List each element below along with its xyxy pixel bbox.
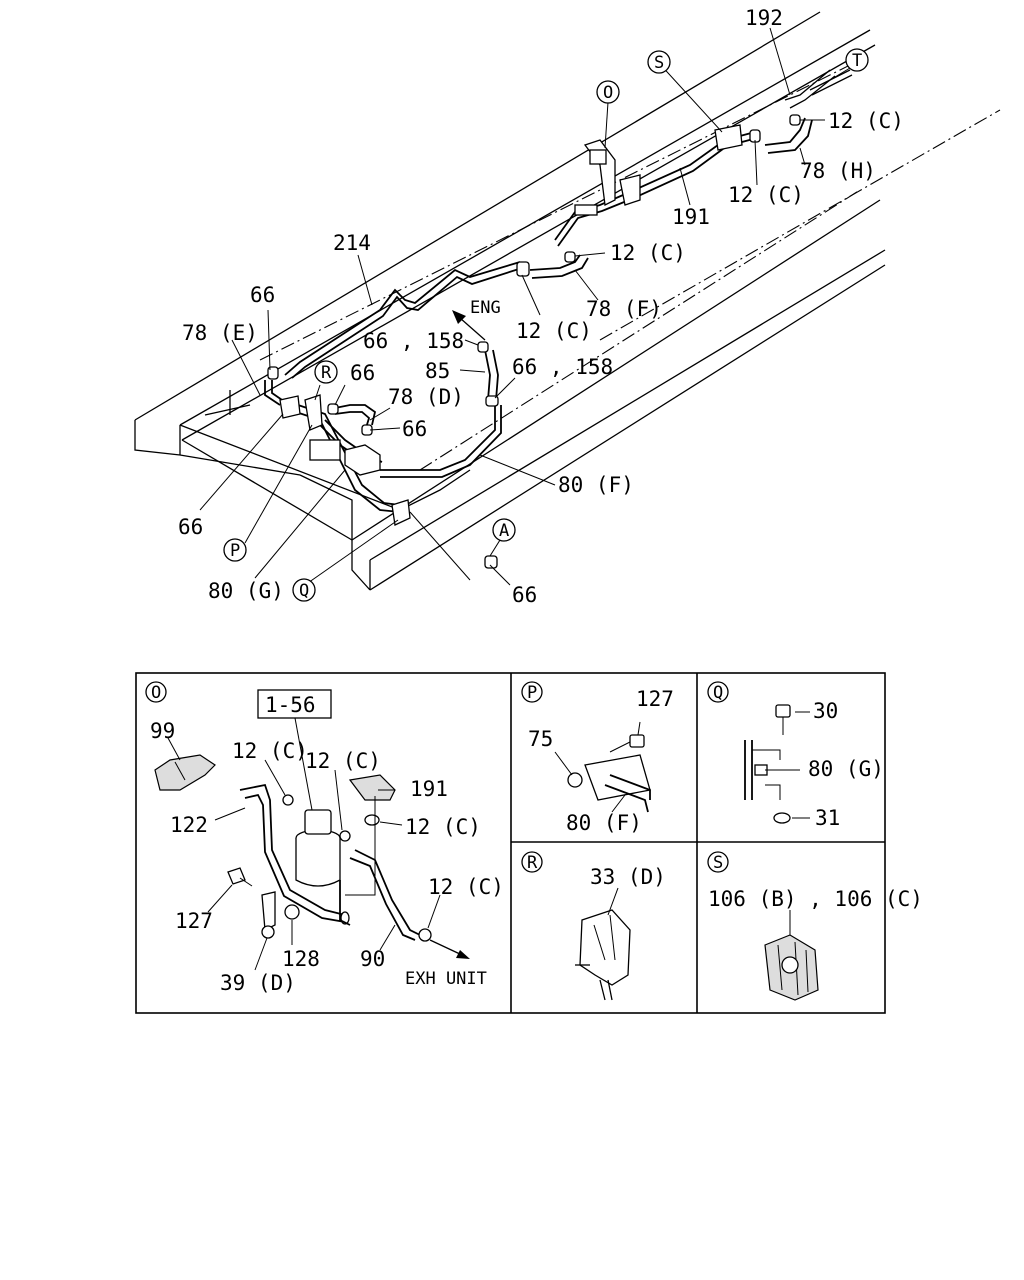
label-66-c: 66 [402, 417, 427, 441]
label-90: 90 [360, 947, 385, 971]
label-exh-unit: EXH UNIT [405, 969, 487, 989]
label-12c-a: 12 (C) [828, 109, 904, 133]
label-214: 214 [333, 231, 371, 255]
label-191: 191 [672, 205, 710, 229]
label-33d: 33 (D) [590, 865, 666, 889]
label-12c-d: 12 (C) [516, 319, 592, 343]
label-66-158-a: 66 , 158 [363, 329, 464, 353]
label-80f: 80 (F) [558, 473, 634, 497]
label-O-12c-c: 12 (C) [405, 815, 481, 839]
panel-O: O 1-56 [145, 681, 504, 995]
label-78h: 78 (H) [800, 159, 876, 183]
label-192: 192 [745, 6, 783, 30]
label-P-80f: 80 (F) [566, 811, 642, 835]
marker-O: O [603, 83, 613, 103]
panel-S-letter: S [713, 853, 723, 873]
clip-33d [579, 909, 631, 986]
bracket-39d [261, 891, 276, 932]
label-12c-c: 12 (C) [610, 241, 686, 265]
label-78e: 78 (E) [182, 321, 258, 345]
label-Q-80g: 80 (G) [808, 757, 884, 781]
bracket-191 [348, 774, 396, 801]
panel-R-letter: R [527, 853, 538, 873]
clip-99 [154, 754, 216, 791]
panel-Q-letter: Q [713, 683, 723, 703]
marker-S: S [654, 53, 664, 73]
marker-A: A [499, 521, 509, 541]
heater-pipes [264, 69, 853, 513]
label-66-a: 66 [250, 283, 275, 307]
leader-lines [199, 27, 851, 586]
label-O-127: 127 [175, 909, 213, 933]
label-eng: ENG [470, 298, 501, 318]
filter-canister [295, 838, 341, 887]
label-12c-b: 12 (C) [728, 183, 804, 207]
circle-markers [223, 48, 869, 602]
main-diagram: 192 T S O 12 (C) 78 (H) 12 (C) 191 214 1… [134, 6, 1001, 607]
panel-O-ref: 1-56 [265, 693, 316, 717]
label-66-d: 66 [178, 515, 203, 539]
label-66-158-b: 66 , 158 [512, 355, 613, 379]
label-O-12c-d: 12 (C) [428, 875, 504, 899]
panel-P: P 127 75 80 (F) [521, 681, 674, 835]
main-labels: 192 T S O 12 (C) 78 (H) 12 (C) 191 214 1… [178, 6, 904, 607]
label-P-127: 127 [636, 687, 674, 711]
label-85: 85 [425, 359, 450, 383]
label-30: 30 [813, 699, 838, 723]
label-99: 99 [150, 719, 175, 743]
ref-box [257, 689, 332, 719]
label-31: 31 [815, 806, 840, 830]
panel-Q: Q 30 80 (G) 31 [707, 681, 884, 830]
panel-O-letter: O [151, 683, 161, 703]
label-O-12c-a: 12 (C) [232, 739, 308, 763]
label-75: 75 [528, 727, 553, 751]
marker-Q: Q [299, 581, 309, 601]
panel-R: R 33 (D) [521, 851, 666, 1001]
label-O-191: 191 [410, 777, 448, 801]
label-128: 128 [282, 947, 320, 971]
label-78d: 78 (D) [388, 385, 464, 409]
label-122: 122 [170, 813, 208, 837]
marker-T: T [852, 51, 862, 71]
label-106: 106 (B) , 106 (C) [708, 887, 923, 911]
detail-panels: O 1-56 [135, 672, 923, 1014]
label-O-12c-b: 12 (C) [305, 749, 381, 773]
panel-S: S 106 (B) , 106 (C) [707, 851, 923, 1001]
label-66-e: 66 [512, 583, 537, 607]
marker-R: R [321, 363, 332, 383]
label-39d: 39 (D) [220, 971, 296, 995]
marker-P: P [230, 541, 240, 561]
label-80g: 80 (G) [208, 579, 284, 603]
panel-P-letter: P [527, 683, 537, 703]
label-66-b: 66 [350, 361, 375, 385]
label-78f: 78 (F) [586, 297, 662, 321]
